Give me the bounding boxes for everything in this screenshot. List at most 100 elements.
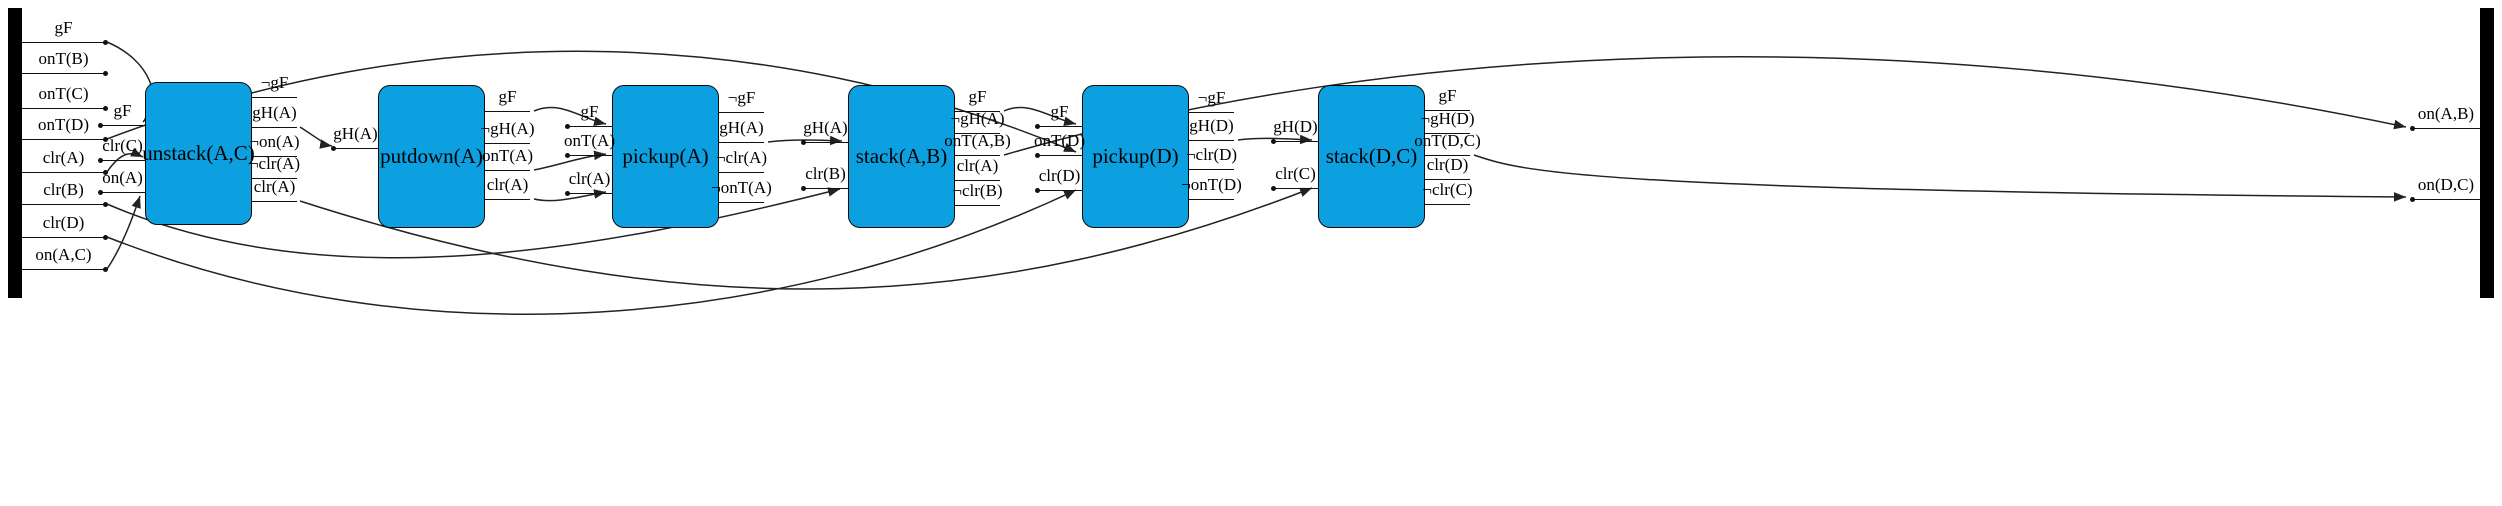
goal-port-0: on(A,B) <box>2417 104 2475 123</box>
port-line <box>22 172 105 174</box>
port-line <box>252 127 297 129</box>
output-port-pickup-a-1: gH(A) <box>719 118 764 137</box>
port-line <box>252 156 297 158</box>
output-port-unstack-ac-2: ¬on(A) <box>249 132 300 151</box>
port-line <box>2412 199 2480 201</box>
port-dot <box>800 139 806 145</box>
port-line <box>22 139 105 141</box>
port-line <box>567 193 612 195</box>
input-port-unstack-ac-1: clr(C) <box>102 136 143 155</box>
output-port-unstack-ac-0: ¬gF <box>260 73 289 92</box>
action-node-label: pickup(A) <box>622 144 709 168</box>
action-node-stack-ab[interactable]: stack(A,B) <box>848 85 955 228</box>
port-line <box>567 155 612 157</box>
port-line <box>1189 140 1234 142</box>
port-line <box>1425 155 1470 157</box>
port-line <box>1425 133 1470 135</box>
port-line <box>22 108 105 110</box>
port-dot <box>97 157 103 163</box>
input-port-pickup-d-1: onT(D) <box>1034 131 1085 150</box>
port-dot <box>564 123 570 129</box>
port-line <box>1189 112 1234 114</box>
port-line <box>1189 199 1234 201</box>
port-dot <box>102 169 108 175</box>
output-port-putdown-a-0: gF <box>498 87 517 106</box>
port-line <box>252 178 297 180</box>
output-port-stack-dc-4: ¬clr(C) <box>1422 180 1473 199</box>
port-dot <box>1034 123 1040 129</box>
action-node-pickup-d[interactable]: pickup(D) <box>1082 85 1189 228</box>
input-port-stack-dc-0: gH(D) <box>1273 117 1318 136</box>
initial-state-bar <box>8 8 22 298</box>
port-line <box>485 170 530 172</box>
action-node-label: stack(A,B) <box>855 144 948 168</box>
port-line <box>1037 126 1082 128</box>
output-port-putdown-a-2: onT(A) <box>482 146 533 165</box>
output-port-stack-ab-4: ¬clr(B) <box>952 181 1003 200</box>
output-port-stack-ab-0: gF <box>968 87 987 106</box>
port-dot <box>97 122 103 128</box>
init-port-6: clr(D) <box>42 213 85 232</box>
port-dot <box>102 266 108 272</box>
port-line <box>485 143 530 145</box>
port-line <box>333 148 378 150</box>
port-dot <box>564 190 570 196</box>
port-dot <box>1034 187 1040 193</box>
init-port-3: onT(D) <box>38 115 89 134</box>
output-port-pickup-a-0: ¬gF <box>727 88 756 107</box>
port-line <box>955 111 1000 113</box>
port-line <box>1273 188 1318 190</box>
port-line <box>955 180 1000 182</box>
action-node-putdown-a[interactable]: putdown(A) <box>378 85 485 228</box>
port-line <box>1037 190 1082 192</box>
output-port-pickup-d-3: ¬onT(D) <box>1181 175 1242 194</box>
port-line <box>719 202 764 204</box>
input-port-putdown-a-0: gH(A) <box>333 124 378 143</box>
port-line <box>1425 204 1470 206</box>
port-line <box>22 42 105 44</box>
input-port-pickup-a-0: gF <box>580 102 599 121</box>
port-line <box>22 73 105 75</box>
port-line <box>252 201 297 203</box>
input-port-stack-ab-1: clr(B) <box>805 164 846 183</box>
action-node-unstack-ac[interactable]: unstack(A,C) <box>142 82 255 225</box>
port-line <box>955 205 1000 207</box>
port-dot <box>1034 152 1040 158</box>
port-line <box>955 133 1000 135</box>
port-line <box>22 204 105 206</box>
port-dot <box>2409 196 2415 202</box>
port-dot <box>2409 125 2415 131</box>
output-port-stack-dc-2: onT(D,C) <box>1414 131 1481 150</box>
port-dot <box>564 152 570 158</box>
port-line <box>719 112 764 114</box>
port-line <box>252 97 297 99</box>
port-line <box>100 160 145 162</box>
action-node-pickup-a[interactable]: pickup(A) <box>612 85 719 228</box>
action-node-stack-dc[interactable]: stack(D,C) <box>1318 85 1425 228</box>
output-port-unstack-ac-3: ¬clr(A) <box>248 154 301 173</box>
input-port-pickup-d-2: clr(D) <box>1038 166 1081 185</box>
port-line <box>2412 128 2480 130</box>
goal-port-1: on(D,C) <box>2417 175 2475 194</box>
init-port-4: clr(A) <box>42 148 85 167</box>
port-line <box>803 142 848 144</box>
port-line <box>1037 155 1082 157</box>
port-line <box>955 155 1000 157</box>
port-line <box>100 125 145 127</box>
output-port-unstack-ac-1: gH(A) <box>252 103 297 122</box>
port-line <box>485 111 530 113</box>
port-dot <box>102 70 108 76</box>
port-dot <box>102 39 108 45</box>
output-port-stack-dc-0: gF <box>1438 86 1457 105</box>
output-port-stack-ab-3: clr(A) <box>956 156 999 175</box>
port-line <box>719 142 764 144</box>
output-port-pickup-a-3: ¬onT(A) <box>711 178 772 197</box>
port-dot <box>1270 185 1276 191</box>
goal-state-bar <box>2480 8 2494 298</box>
input-port-stack-ab-0: gH(A) <box>803 118 848 137</box>
output-port-putdown-a-1: ¬gH(A) <box>480 119 535 138</box>
port-line <box>719 172 764 174</box>
output-port-stack-dc-3: clr(D) <box>1426 155 1469 174</box>
